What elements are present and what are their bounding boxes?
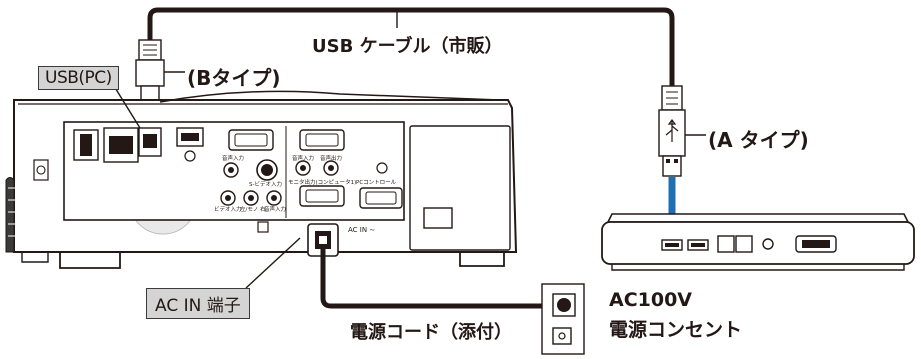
panel-label-ac-in: AC IN ∼ [348,226,375,234]
usb-b-plug [135,39,165,103]
usb-cable [147,7,675,86]
panel-label-audio-in-2: 音声入力 [292,154,314,162]
laptop [601,213,915,271]
usb-pc-leader [113,85,141,129]
outlet-voltage-label: AC100V [609,289,693,311]
panel-label-pc-control: PCコントロール [356,179,397,186]
panel-label-audio-in-3: 音声入力 [264,205,286,213]
ac-in-inlet [257,221,339,257]
power-cord-label: 電源コード（添付） [350,322,512,343]
panel-label-audio-in-1: 音声入力 [222,154,244,162]
ac-in-terminal-label: AC IN 端子 [146,288,250,319]
outlet-name-label: 電源コンセント [609,319,743,341]
panel-label-s-video-in: S-ビデオ入力 [249,180,282,188]
panel-label-audio-out: 音声出力 [320,154,342,162]
usb-pc-port [143,134,157,148]
usb-pc-label: USB(PC) [38,66,119,90]
b-type-label: (Bタイプ) [187,66,281,90]
power-cord [320,244,566,309]
usb-a-plug [658,85,686,177]
panel-label-audio-lr: 左/モノ 右 [240,205,266,213]
usb-cable-label: USB ケーブル（市販） [312,36,503,57]
a-type-label: (A タイプ) [708,128,809,152]
projector-connector-panel [63,121,405,221]
wall-outlet [541,283,585,355]
panel-label-monitor-out: モニタ出力(コンピュータ1) [288,178,356,186]
ac-in-leader [245,237,301,289]
panel-label-video-in: ビデオ入力 [214,205,242,213]
